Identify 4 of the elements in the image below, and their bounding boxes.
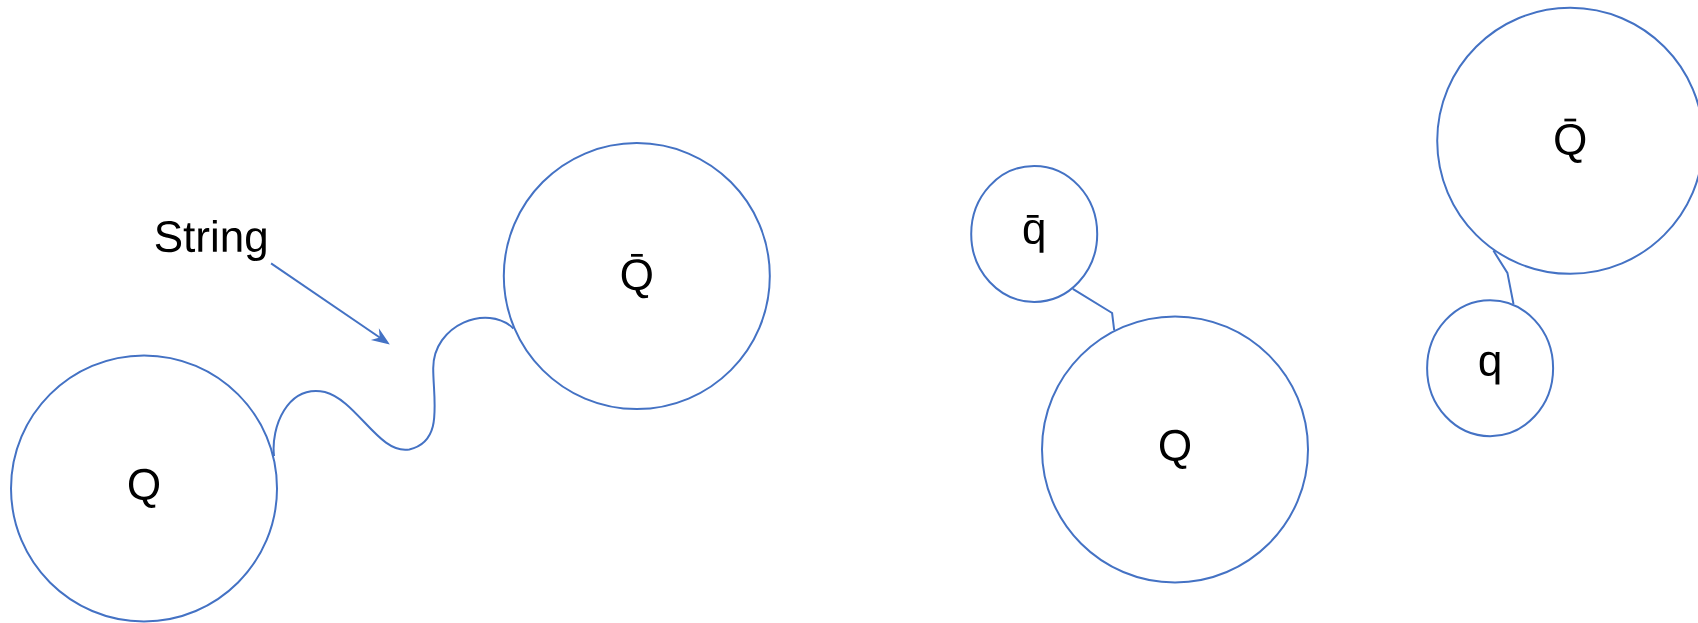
string-label: String <box>155 219 266 261</box>
string-line <box>272 316 515 457</box>
string-line <box>1492 249 1515 305</box>
string-line <box>1071 287 1116 331</box>
